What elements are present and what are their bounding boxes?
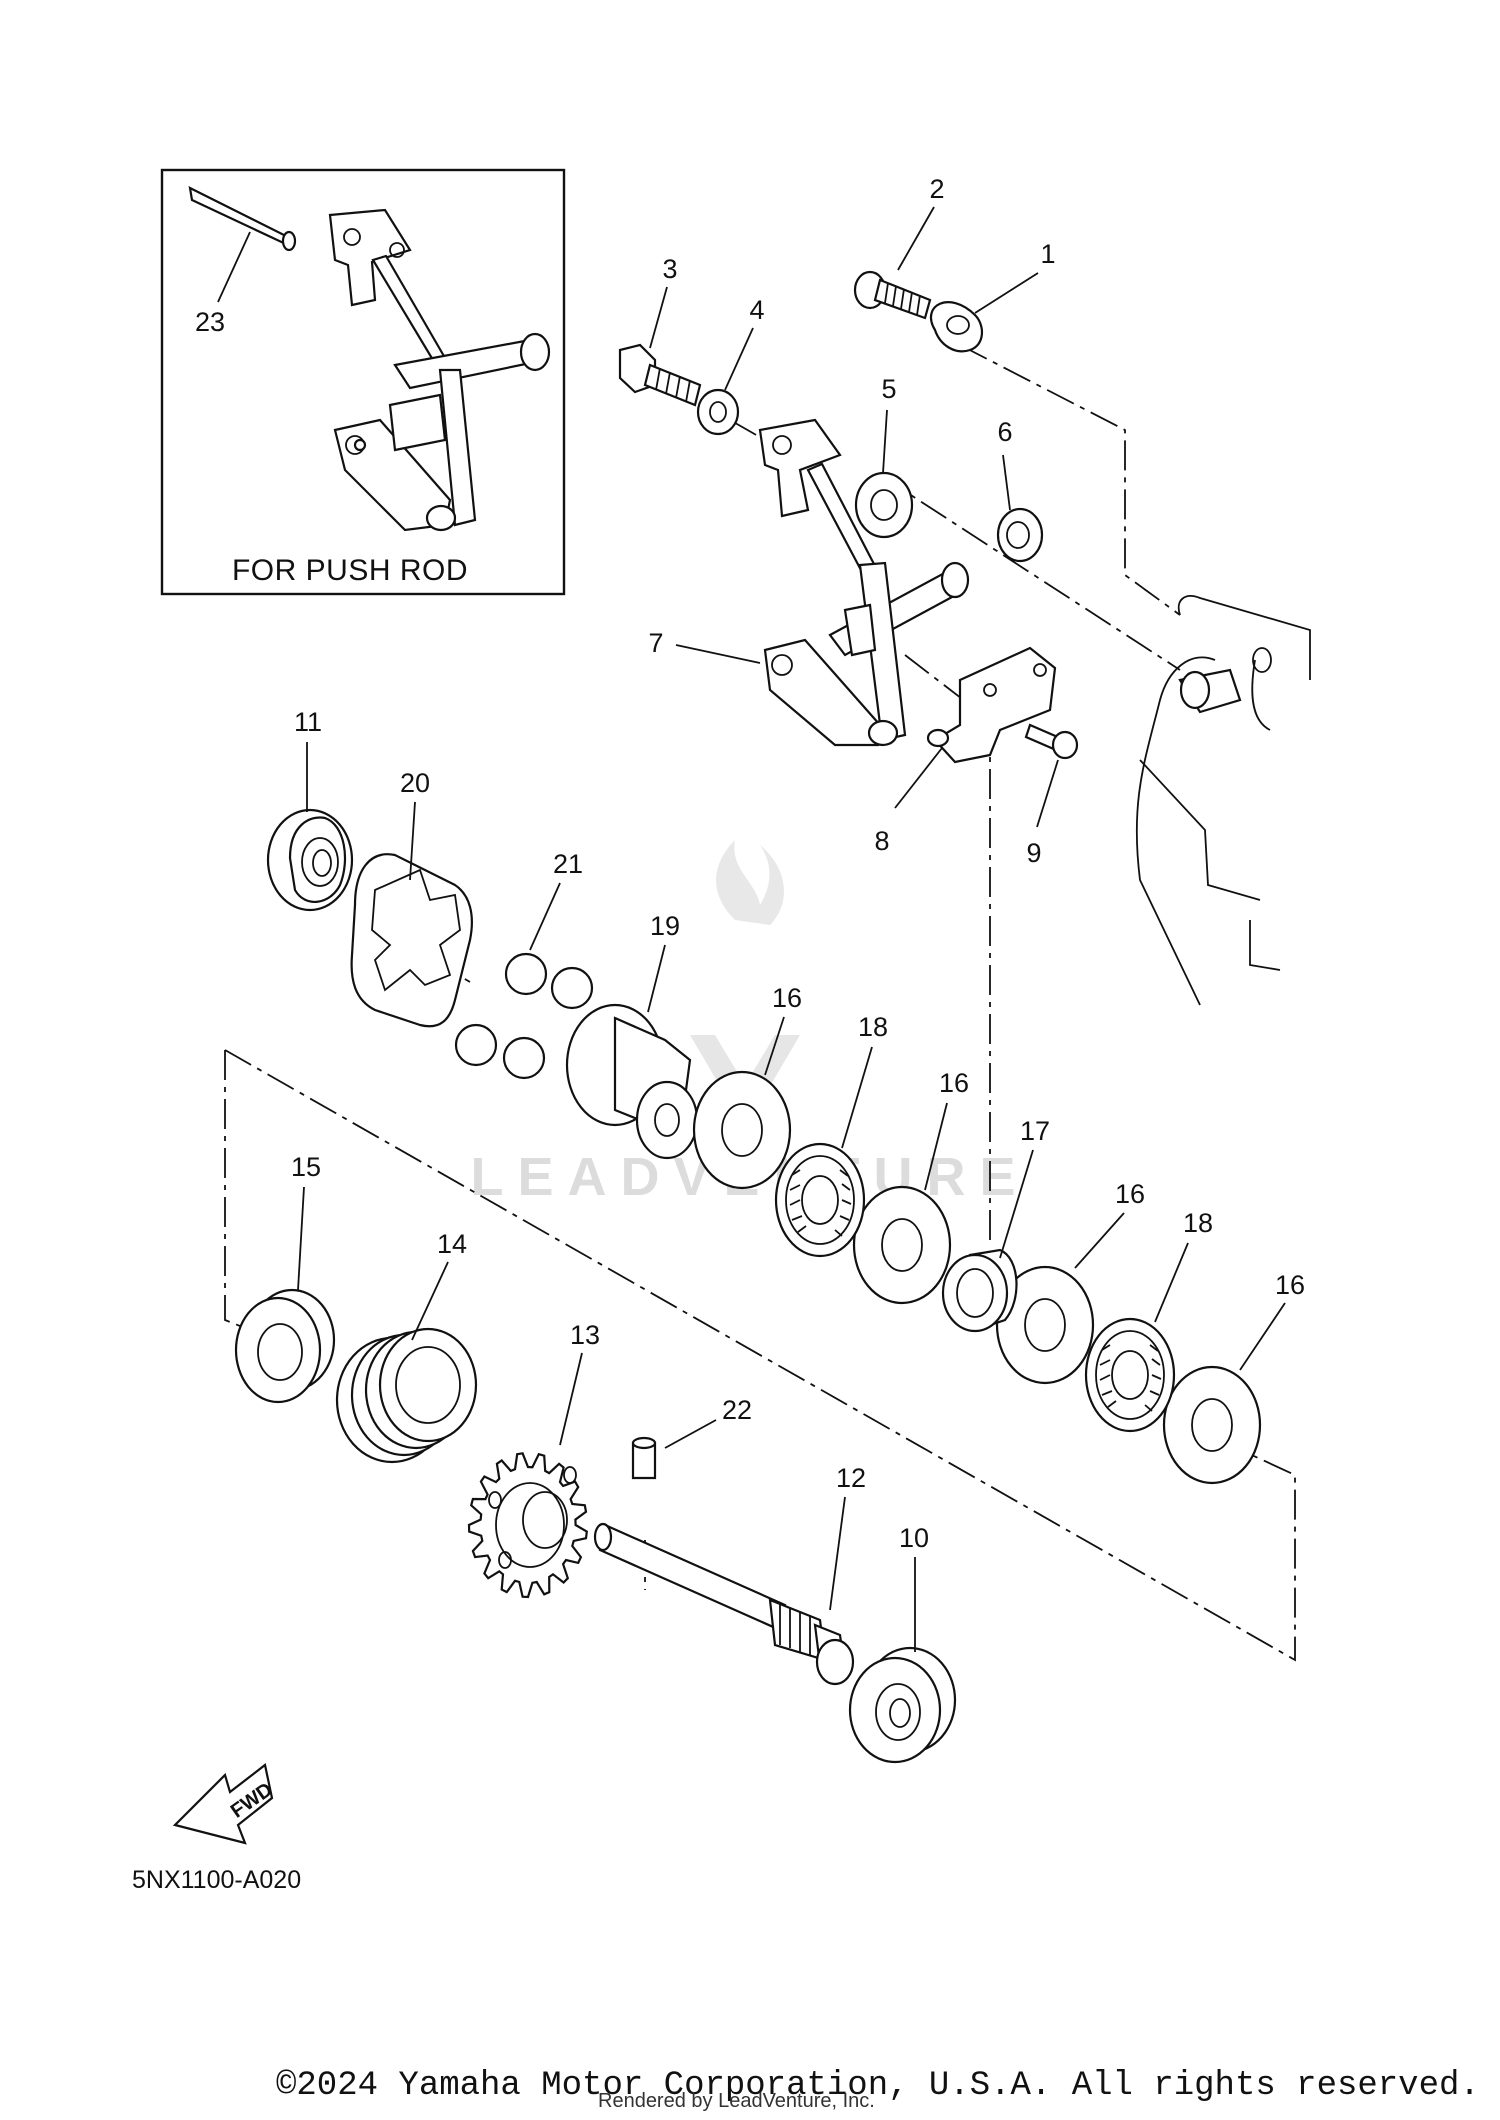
callout-21: 21 (553, 849, 583, 879)
part-16-washer-c (995, 1265, 1095, 1385)
part-1-plate-washer (929, 301, 983, 353)
part-15-oil-seal (234, 1288, 336, 1404)
callout-11: 11 (294, 707, 322, 737)
part-16-washer-d (1162, 1365, 1262, 1485)
diagram-code: 5NX1100-A020 (132, 1866, 301, 1894)
copyright-text: ©2024 Yamaha Motor Corporation, U.S.A. A… (276, 2067, 1480, 2105)
part-6-oil-seal (996, 507, 1044, 563)
callout-10: 10 (899, 1523, 929, 1553)
callouts: 1 2 3 4 5 6 7 8 9 10 11 12 13 14 15 16 1… (195, 174, 1305, 1553)
callout-9: 9 (1026, 838, 1041, 868)
callout-5: 5 (881, 374, 896, 404)
part-10-bearing (848, 1646, 957, 1764)
callout-18a: 18 (858, 1012, 888, 1042)
callout-19: 19 (650, 911, 680, 941)
leader-lines (297, 206, 1286, 1652)
callout-1: 1 (1040, 239, 1055, 269)
callout-7: 7 (648, 628, 663, 658)
callout-15: 15 (291, 1152, 321, 1182)
callout-14: 14 (437, 1229, 467, 1259)
part-22-pin (631, 1436, 657, 1480)
part-18-thrust-bearing-b (1084, 1317, 1176, 1433)
part-16-washer-a (692, 1070, 792, 1190)
part-19-flanged-collar (565, 1003, 699, 1160)
part-11-bearing (266, 808, 354, 912)
callout-13: 13 (570, 1320, 600, 1350)
part-5-collar (854, 471, 914, 539)
inset-shaft-lever (328, 208, 551, 532)
callout-16d: 16 (1275, 1270, 1305, 1300)
part-18-thrust-bearing-a (774, 1142, 866, 1258)
inset-title: FOR PUSH ROD (232, 554, 468, 587)
callout-17: 17 (1020, 1116, 1050, 1146)
part-21-balls (454, 952, 594, 1080)
rendered-by-text: Rendered by LeadVenture, Inc. (598, 2090, 875, 2112)
part-7-push-lever-shaft (758, 418, 970, 747)
part-13-kick-gear (467, 1452, 588, 1599)
engine-case-outline (1135, 595, 1311, 1006)
callout-4: 4 (749, 295, 764, 325)
callout-23: 23 (195, 307, 225, 337)
push-rod-inset: FOR PUSH ROD (160, 168, 566, 596)
callout-20: 20 (400, 768, 430, 798)
callout-6: 6 (997, 417, 1012, 447)
part-16-washer-b (852, 1185, 952, 1305)
callout-22: 22 (722, 1395, 752, 1425)
leader-23 (217, 231, 251, 303)
part-2-bolt (853, 270, 932, 320)
fwd-arrow-icon: FWD (172, 1763, 277, 1845)
part-17-collar (941, 1248, 1018, 1333)
part-9-screw (1024, 723, 1079, 760)
part-12-kick-shaft (593, 1522, 855, 1686)
part-20-ratchet-guide (350, 853, 473, 1028)
callout-3: 3 (662, 254, 677, 284)
callout-12: 12 (836, 1463, 866, 1493)
callout-16a: 16 (772, 983, 802, 1013)
callout-16b: 16 (939, 1068, 969, 1098)
callout-16c: 16 (1115, 1179, 1145, 1209)
part-3-flange-bolt (618, 343, 702, 407)
part-8-bracket (926, 646, 1057, 764)
part-23-push-rod (188, 186, 297, 252)
callout-18b: 18 (1183, 1208, 1213, 1238)
callout-8: 8 (874, 826, 889, 856)
callout-2: 2 (929, 174, 944, 204)
part-4-washer (696, 388, 740, 436)
part-14-spring (335, 1327, 478, 1464)
